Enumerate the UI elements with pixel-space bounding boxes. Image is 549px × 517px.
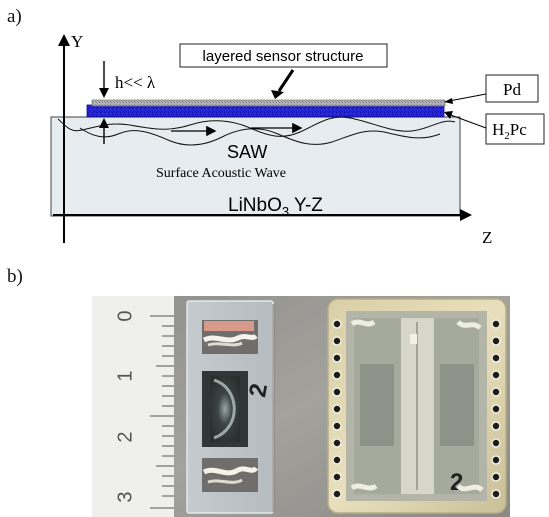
package-mark: 2 xyxy=(450,469,463,496)
pd-layer xyxy=(91,99,446,107)
callout-h2pc-arrowhead xyxy=(444,111,453,119)
ruler-number-3: 3 xyxy=(114,491,137,503)
callout-h2pc-tail: Pc xyxy=(510,120,527,139)
ruler-number-0: 0 xyxy=(114,310,137,322)
saw-full-label: Surface Acoustic Wave xyxy=(156,166,286,181)
package-bond-tr xyxy=(456,320,482,330)
thickness-arrow-top-head xyxy=(99,88,109,98)
thickness-arrow-bottom-head xyxy=(99,118,109,128)
callout-pd-box xyxy=(485,74,539,103)
slide-sensing-reflection xyxy=(213,378,236,440)
device-photo: 2 2 xyxy=(92,296,510,517)
substrate-label-subscript: 3 xyxy=(282,204,289,219)
callout-h2pc-subscript: 2 xyxy=(504,130,510,142)
callout-pd-arrowhead xyxy=(444,98,453,104)
callout-h2pc-text: H2Pc xyxy=(492,120,527,142)
package-bond-bl xyxy=(350,483,378,491)
ruler-number-1: 1 xyxy=(114,370,137,382)
slide-mark: 2 xyxy=(244,381,273,399)
callout-h2pc-box xyxy=(485,113,545,145)
slide-top-bond xyxy=(202,333,258,343)
package-bond-tl xyxy=(350,319,376,327)
substrate-label-main: LiNbO xyxy=(228,195,282,216)
slide-bottom-bond xyxy=(202,466,259,476)
ruler-number-2: 2 xyxy=(114,431,137,443)
package-pins-right xyxy=(491,319,501,499)
package-bond-br xyxy=(456,483,484,493)
callout-layered-text: layered sensor structure xyxy=(203,48,364,65)
callout-h2pc-arrow xyxy=(447,113,487,129)
device-photo-drawing: 2 2 xyxy=(92,296,510,517)
panel-a-label: a) xyxy=(7,6,22,27)
callout-pd-text: Pd xyxy=(503,80,521,99)
z-axis-label: Z xyxy=(482,228,492,247)
substrate-label-tail: Y-Z xyxy=(289,195,323,216)
panel-b-label: b) xyxy=(7,266,23,287)
substrate-label: LiNbO3 Y-Z xyxy=(228,195,323,219)
slide-top-pad-pink xyxy=(204,321,254,331)
saw-label: SAW xyxy=(227,142,267,162)
glass-slide-shadow xyxy=(272,304,275,512)
callout-h2pc-main: H xyxy=(492,120,504,139)
callout-pd-arrow xyxy=(448,93,487,102)
h2pc-layer xyxy=(86,104,445,118)
callout-layered-arrowhead xyxy=(271,90,284,99)
y-axis-label: Y xyxy=(71,32,83,51)
callout-layered-arrow xyxy=(277,69,295,92)
saw-wave-curve-2 xyxy=(79,127,441,146)
callout-layered-box xyxy=(179,43,388,68)
z-axis-arrowhead xyxy=(460,209,472,221)
saw-wave-curve-1 xyxy=(57,116,456,137)
ruler xyxy=(92,296,174,517)
ruler-ticks xyxy=(150,315,174,509)
y-axis-arrowhead xyxy=(58,34,70,46)
package-pins-left xyxy=(332,319,342,499)
thickness-label: h<< λ xyxy=(115,73,156,92)
